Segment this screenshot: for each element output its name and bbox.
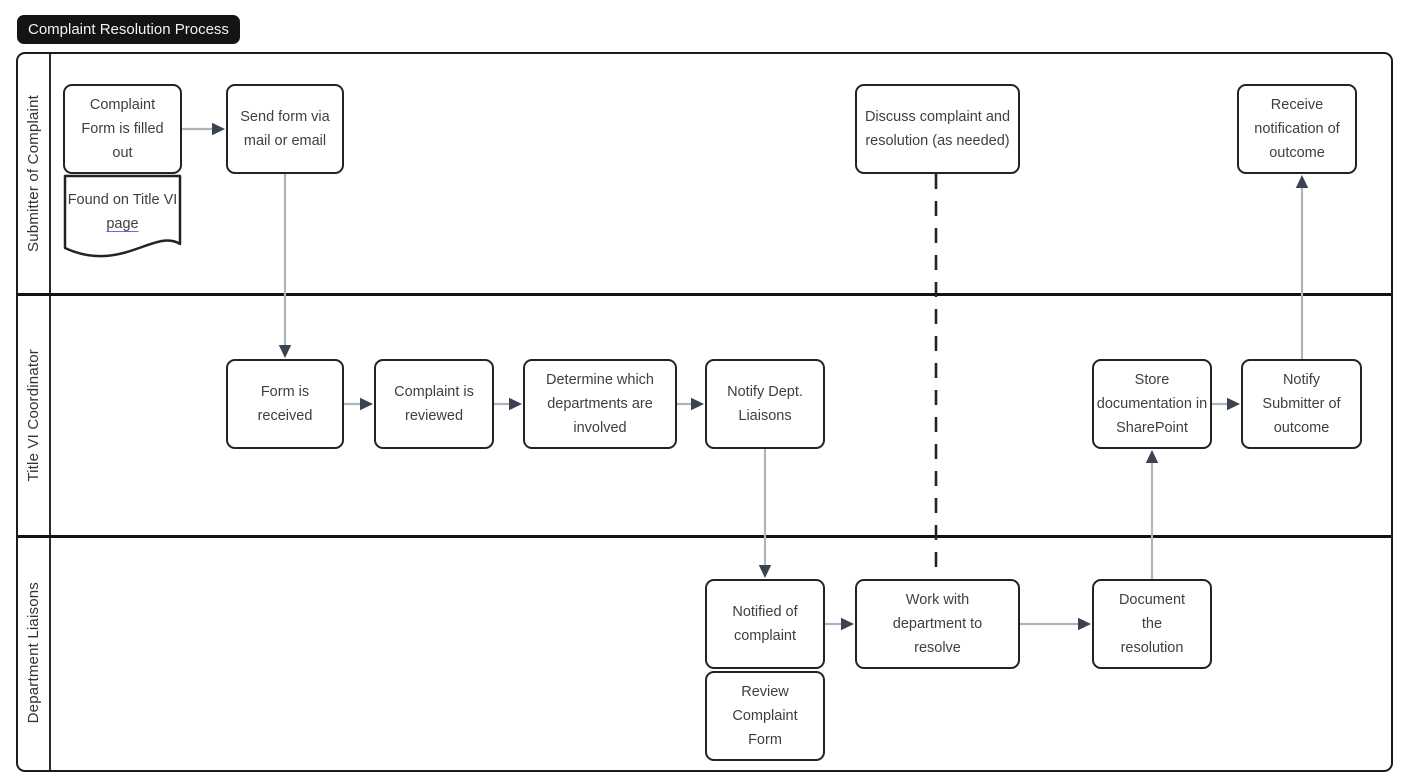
- lane-divider-1: [18, 293, 1391, 296]
- arrow-form-to-send: [182, 122, 225, 136]
- node-label: Complaint is reviewed: [394, 384, 474, 424]
- node-notify-submitter: Notify Submitter of outcome: [1241, 359, 1362, 449]
- node-discuss-complaint: Discuss complaint and resolution (as nee…: [855, 84, 1020, 174]
- document-label: Found on Title VI: [67, 192, 178, 208]
- node-label: Send form via mail or email: [240, 109, 330, 149]
- node-notified-of-complaint: Notified of complaint: [705, 579, 825, 669]
- arrow-notifysubmitter-to-receive: [1295, 175, 1309, 359]
- node-complaint-form-filled: Complaint Form is filled out: [63, 84, 182, 174]
- node-label: Notified of complaint: [732, 604, 798, 644]
- node-complaint-reviewed: Complaint is reviewed: [374, 359, 494, 449]
- node-label: Receive notification of outcome: [1254, 97, 1340, 161]
- node-label: Form is received: [257, 384, 313, 424]
- node-label: Notify Dept. Liaisons: [727, 384, 803, 424]
- node-found-on-title-vi-page: Found on Title VI page: [63, 174, 182, 266]
- title-vi-page-link[interactable]: page: [106, 216, 139, 232]
- arrow-received-to-reviewed: [344, 397, 373, 411]
- lane-label-separator: [49, 54, 51, 770]
- diagram-title: Complaint Resolution Process: [17, 15, 240, 44]
- arrow-determine-to-notify: [677, 397, 704, 411]
- document-text: Found on Title VI page: [63, 188, 182, 236]
- node-label: Discuss complaint and resolution (as nee…: [864, 109, 1011, 149]
- node-label: Store documentation in SharePoint: [1096, 372, 1208, 436]
- node-label: Review Complaint Form: [732, 684, 798, 748]
- node-form-received: Form is received: [226, 359, 344, 449]
- node-document-resolution: Document the resolution: [1092, 579, 1212, 669]
- arrow-notified-to-work: [825, 617, 854, 631]
- node-label: Document the resolution: [1118, 592, 1186, 656]
- lane-divider-2: [18, 535, 1391, 538]
- node-notify-dept-liaisons: Notify Dept. Liaisons: [705, 359, 825, 449]
- node-label: Work with department to resolve: [892, 592, 983, 656]
- node-label: Complaint Form is filled out: [81, 97, 164, 161]
- swimlane-frame: Submitter of Complaint Title VI Coordina…: [16, 52, 1393, 772]
- arrow-work-to-document: [1020, 617, 1091, 631]
- node-store-documentation: Store documentation in SharePoint: [1092, 359, 1212, 449]
- node-receive-notification: Receive notification of outcome: [1237, 84, 1357, 174]
- node-review-complaint-form: Review Complaint Form: [705, 671, 825, 761]
- node-determine-departments: Determine which departments are involved: [523, 359, 677, 449]
- document-shape-icon: [63, 174, 182, 258]
- node-label: Determine which departments are involved: [546, 372, 654, 436]
- node-send-form: Send form via mail or email: [226, 84, 344, 174]
- arrow-notify-to-notified: [758, 449, 772, 578]
- arrow-store-to-notifysubmitter: [1212, 397, 1240, 411]
- node-work-with-department: Work with department to resolve: [855, 579, 1020, 669]
- arrow-document-to-store: [1145, 450, 1159, 579]
- arrow-reviewed-to-determine: [494, 397, 522, 411]
- arrow-send-to-received: [278, 174, 292, 358]
- node-label: Notify Submitter of outcome: [1262, 372, 1341, 436]
